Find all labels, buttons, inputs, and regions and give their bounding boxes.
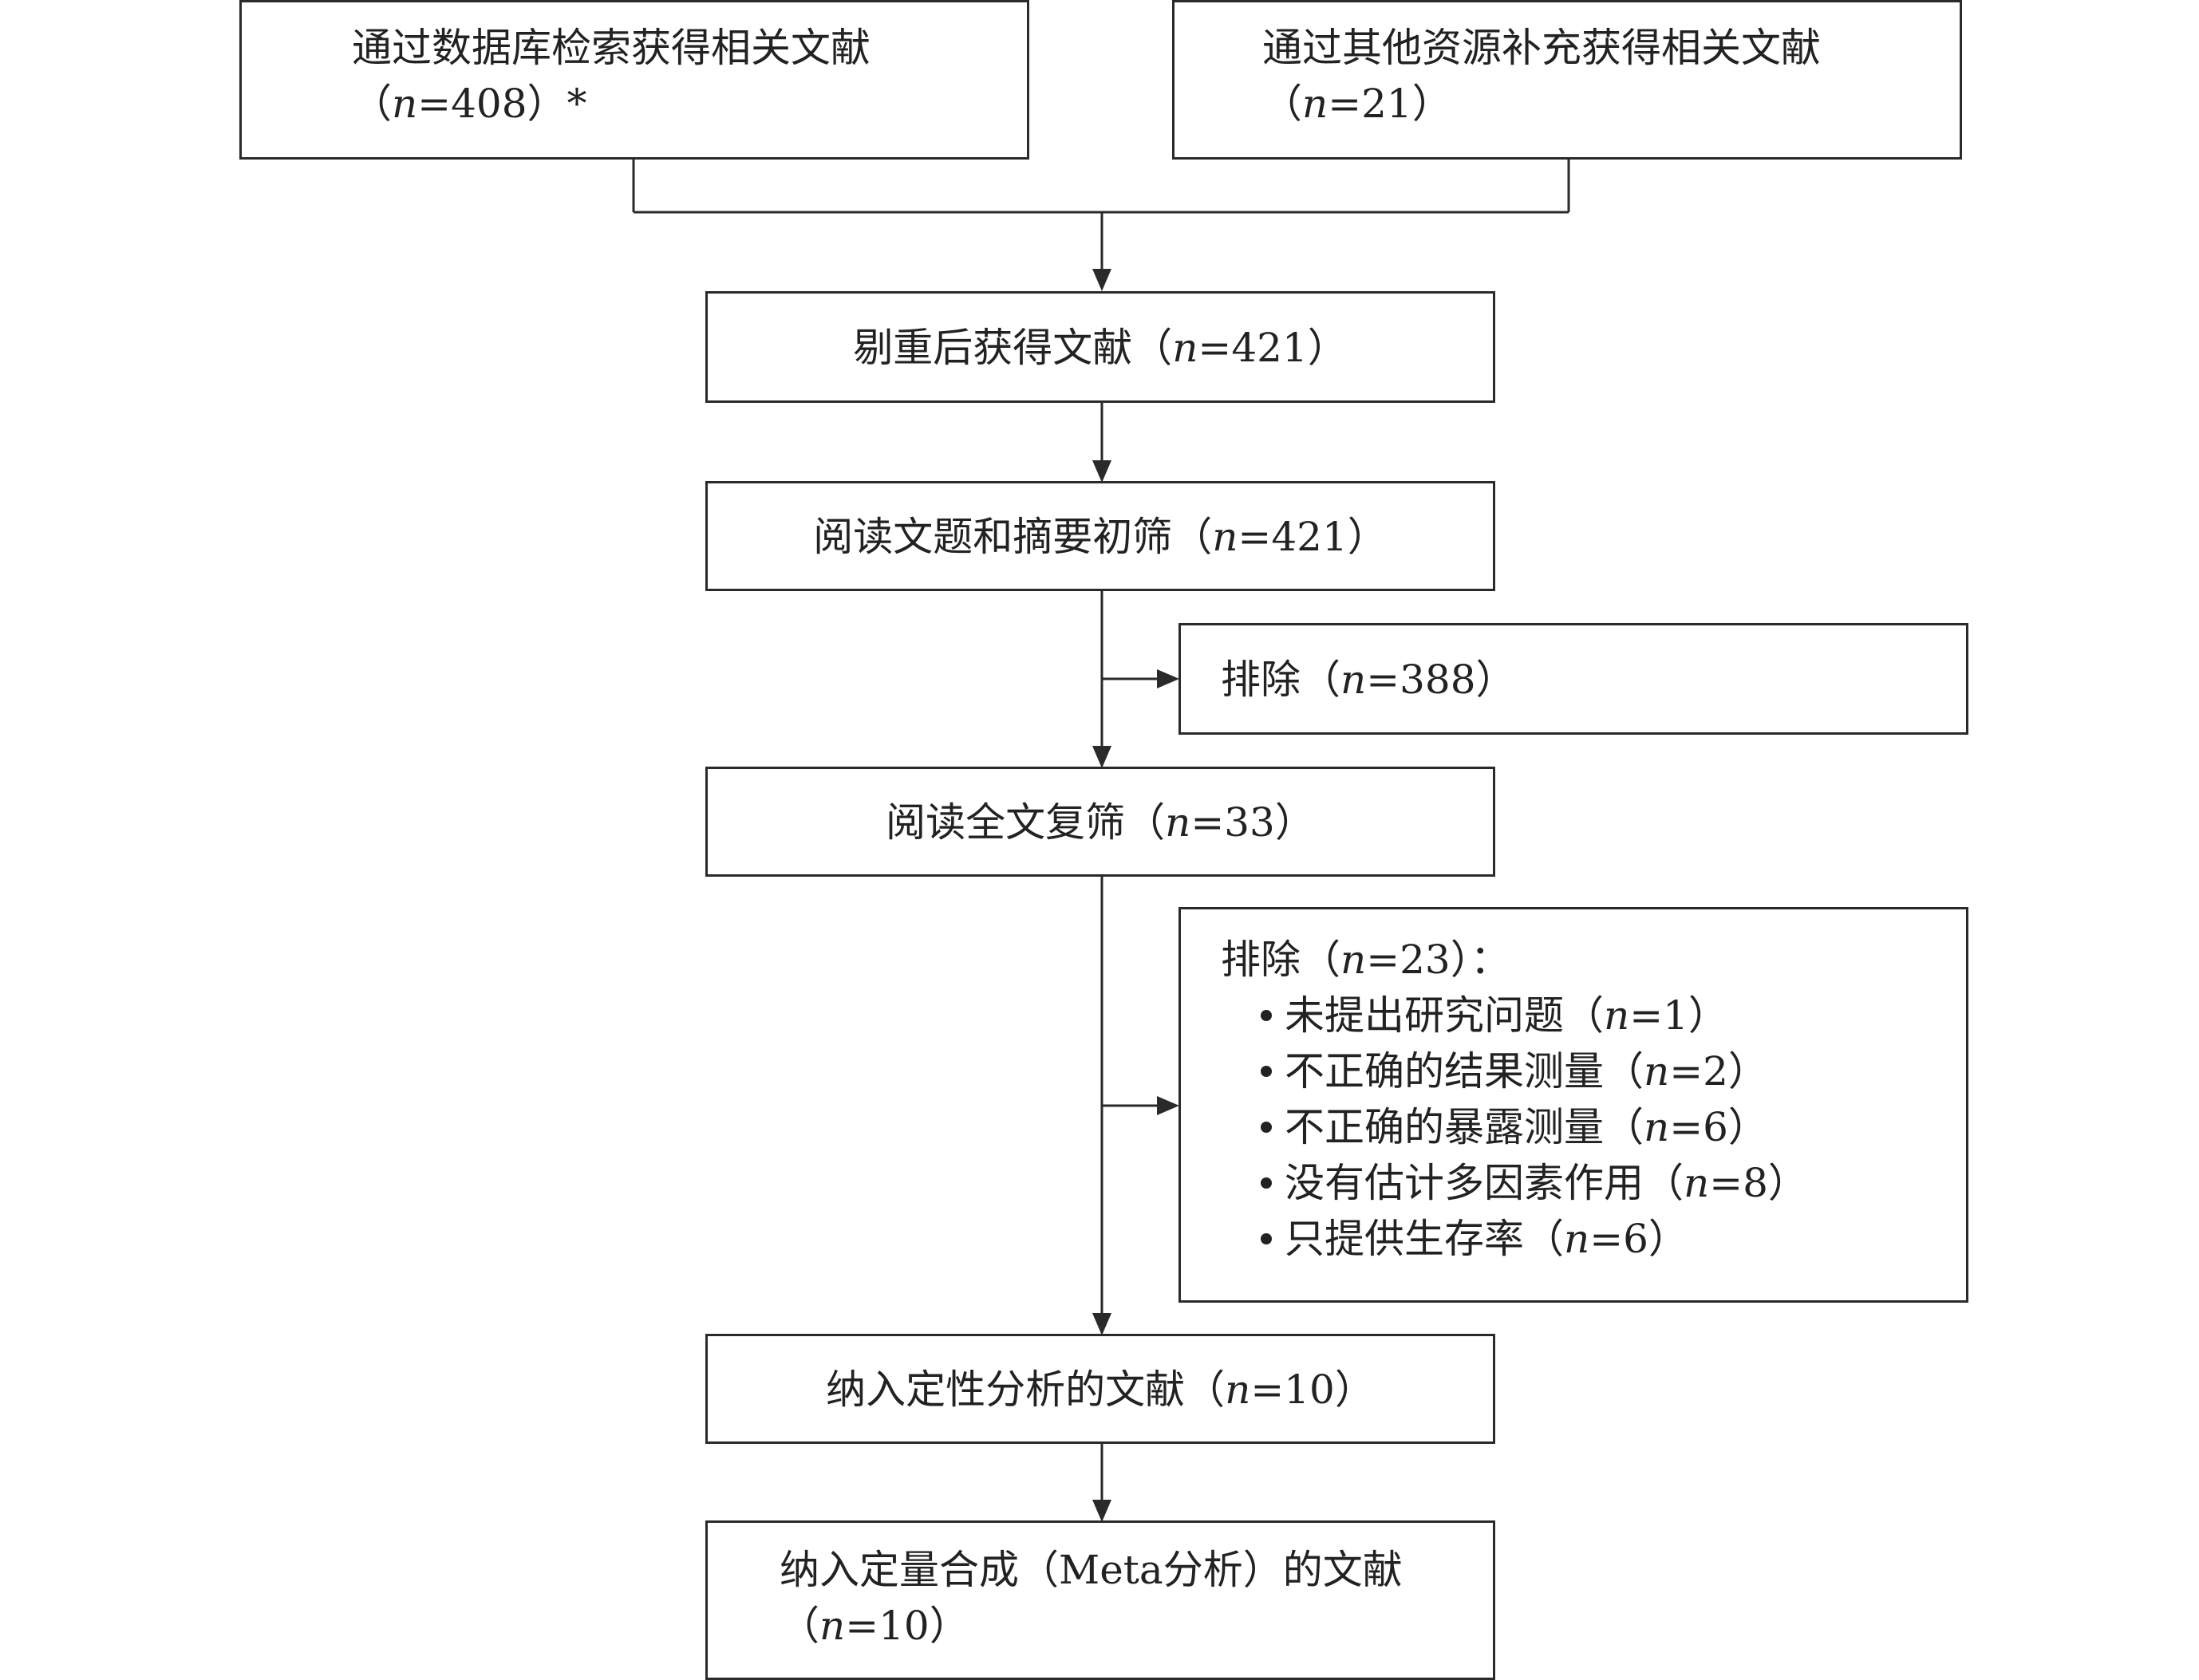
database-search-box: 通过数据库检索获得相关文献 （n=408）* — [239, 0, 1029, 160]
excluded-2-box: 排除（n=23）： 未提出研究问题（n=1） 不正确的结果测量（n=2） 不正确… — [1178, 907, 1968, 1303]
quantitative-box: 纳入定量合成（Meta分析）的文献 （n=10） — [705, 1520, 1495, 1680]
title-abstract-label: 阅读文题和摘要初筛（n=421） — [813, 514, 1388, 560]
arrowhead-excluded-2 — [1157, 1096, 1179, 1115]
arrowhead-quantitative — [1092, 1500, 1111, 1522]
fulltext-box: 阅读全文复筛（n=33） — [705, 767, 1495, 877]
arrowhead-title-abstract — [1092, 460, 1111, 483]
other-sources-box: 通过其他资源补充获得相关文献 （n=21） — [1172, 0, 1962, 160]
reason-item: 没有估计多因素作用（n=8） — [1261, 1155, 1808, 1211]
reason-item: 不正确的暴露测量（n=6） — [1261, 1099, 1768, 1155]
after-dedup-label: 剔重后获得文献（n=421） — [853, 325, 1348, 371]
reason-item: 只提供生存率（n=6） — [1261, 1211, 1688, 1267]
arrowhead-dedup — [1092, 269, 1111, 291]
quantitative-title: 纳入定量合成（Meta分析）的文献 — [780, 1547, 1403, 1593]
bullet-icon — [1261, 1233, 1272, 1244]
database-search-count: （n=408）* — [352, 81, 587, 127]
after-dedup-box: 剔重后获得文献（n=421） — [705, 291, 1495, 403]
quantitative-count: （n=10） — [780, 1603, 969, 1649]
fulltext-label: 阅读全文复筛（n=33） — [886, 799, 1315, 846]
arrowheads — [1092, 269, 1179, 1522]
bullet-icon — [1261, 1177, 1272, 1189]
other-sources-count: （n=21） — [1262, 81, 1452, 127]
qualitative-label: 纳入定性分析的文献（n=10） — [826, 1366, 1375, 1413]
bullet-icon — [1261, 1010, 1272, 1021]
arrowhead-excluded-1 — [1157, 669, 1179, 688]
title-abstract-box: 阅读文题和摘要初筛（n=421） — [705, 481, 1495, 591]
database-search-title: 通过数据库检索获得相关文献 — [352, 25, 871, 71]
arrowhead-qualitative — [1092, 1313, 1111, 1335]
reason-item: 不正确的结果测量（n=2） — [1261, 1043, 1768, 1099]
arrowhead-fulltext — [1092, 746, 1111, 768]
excluded-2-label: 排除（n=23）： — [1221, 937, 1510, 983]
bullet-icon — [1261, 1066, 1272, 1077]
other-sources-title: 通过其他资源补充获得相关文献 — [1262, 25, 1821, 71]
excluded-1-box: 排除（n=388） — [1178, 623, 1968, 735]
bullet-icon — [1261, 1122, 1272, 1133]
excluded-1-label: 排除（n=388） — [1221, 657, 1516, 703]
reason-item: 未提出研究问题（n=1） — [1261, 988, 1728, 1043]
qualitative-box: 纳入定性分析的文献（n=10） — [705, 1334, 1495, 1444]
